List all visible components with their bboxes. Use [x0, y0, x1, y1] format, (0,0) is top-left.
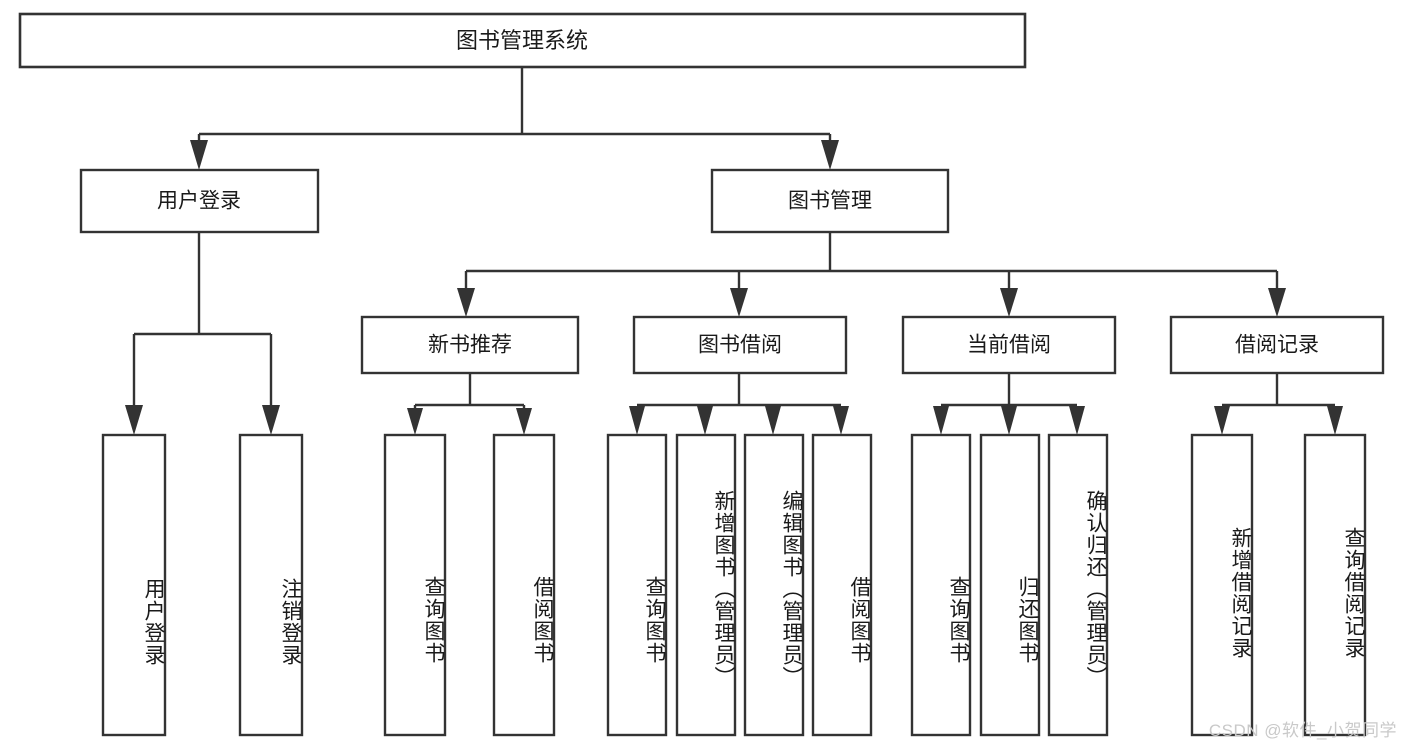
- node-new-book-recommend-label: 新书推荐: [428, 334, 512, 357]
- node-book-borrow-label: 图书借阅: [698, 334, 782, 357]
- node-current-borrow-label: 当前借阅: [967, 334, 1051, 357]
- connector-layer: [125, 67, 1343, 435]
- node-leaf-borrow-book-1-box[interactable]: [492, 433, 556, 737]
- node-leaf-query-book-1-box[interactable]: [383, 433, 447, 737]
- arrow-leaf-query-book-3: [933, 406, 949, 435]
- arrow-leaf-query-borrow-record: [1327, 406, 1343, 435]
- arrow-leaf-logout-login: [262, 405, 280, 435]
- node-new-book-recommend-box[interactable]: [360, 315, 580, 375]
- node-current-borrow-box[interactable]: [901, 315, 1117, 375]
- node-book-management[interactable]: 图书管理: [710, 168, 950, 234]
- node-layer: 图书管理系统 用户登录 图书管理 新书推荐 图书借阅: [18, 12, 1385, 737]
- node-leaf-query-book-3-box[interactable]: [910, 433, 972, 737]
- node-borrow-record-box[interactable]: [1169, 315, 1385, 375]
- arrow-leaf-edit-book-admin: [765, 406, 781, 435]
- node-current-borrow[interactable]: 当前借阅: [901, 315, 1117, 375]
- node-book-borrow-box[interactable]: [632, 315, 848, 375]
- node-new-book-recommend[interactable]: 新书推荐: [360, 315, 580, 375]
- node-leaf-borrow-book-2-box[interactable]: [811, 433, 873, 737]
- node-leaf-return-book-box[interactable]: [979, 433, 1041, 737]
- arrow-leaf-borrow-book-2: [833, 406, 849, 435]
- node-book-borrow[interactable]: 图书借阅: [632, 315, 848, 375]
- node-borrow-record[interactable]: 借阅记录: [1169, 315, 1385, 375]
- arrow-leaf-query-book-2: [629, 406, 645, 435]
- node-leaf-edit-book-admin-box[interactable]: [743, 433, 805, 737]
- arrow-leaf-user-login: [125, 405, 143, 435]
- arrow-to-new-book-recommend: [457, 288, 475, 317]
- node-leaf-add-borrow-record-box[interactable]: [1190, 433, 1254, 737]
- arrow-to-book-management: [821, 140, 839, 170]
- node-leaf-user-login-box[interactable]: [101, 433, 167, 737]
- node-leaf-logout-login-box[interactable]: [238, 433, 304, 737]
- node-leaf-add-book-admin-box[interactable]: [675, 433, 737, 737]
- watermark-text: CSDN @软件_小贺同学: [1208, 721, 1397, 740]
- arrow-leaf-query-book-1: [407, 408, 423, 435]
- arrow-to-book-borrow: [730, 288, 748, 317]
- node-root-box[interactable]: [18, 12, 1027, 69]
- arrow-to-current-borrow: [1000, 288, 1018, 317]
- node-root[interactable]: 图书管理系统: [18, 12, 1027, 69]
- node-leaf-query-borrow-record-box[interactable]: [1303, 433, 1367, 737]
- node-book-management-label: 图书管理: [788, 190, 872, 213]
- arrow-to-borrow-record: [1268, 288, 1286, 317]
- arrow-leaf-borrow-book-1: [516, 408, 532, 435]
- arrow-leaf-add-borrow-record: [1214, 406, 1230, 435]
- arrow-leaf-return-book: [1001, 406, 1017, 435]
- node-user-login-label: 用户登录: [157, 190, 241, 213]
- node-leaf-query-book-2-box[interactable]: [606, 433, 668, 737]
- node-book-management-box[interactable]: [710, 168, 950, 234]
- node-user-login[interactable]: 用户登录: [79, 168, 320, 234]
- node-user-login-box[interactable]: [79, 168, 320, 234]
- node-root-label: 图书管理系统: [456, 28, 588, 53]
- node-leaf-confirm-return-admin-box[interactable]: [1047, 433, 1109, 737]
- node-borrow-record-label: 借阅记录: [1235, 334, 1319, 357]
- arrow-to-user-login: [190, 140, 208, 170]
- arrow-leaf-confirm-return-admin: [1069, 406, 1085, 435]
- arrow-leaf-add-book-admin: [697, 406, 713, 435]
